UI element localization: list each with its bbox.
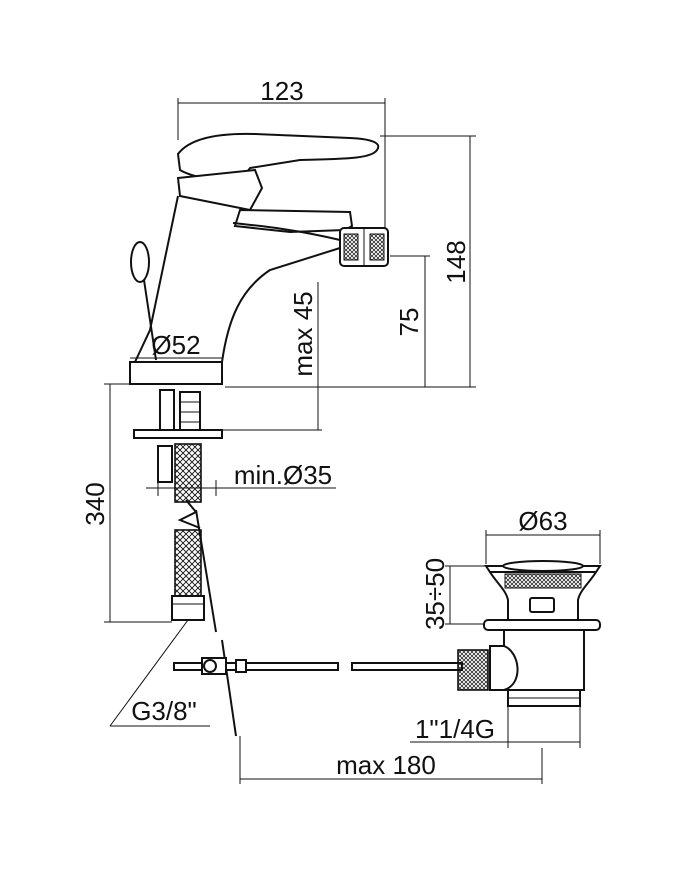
dim-min-hole-diameter: min.Ø35 bbox=[234, 460, 332, 490]
dim-inlet-thread: G3/8" bbox=[131, 696, 197, 726]
popup-lever bbox=[130, 241, 157, 361]
cartridge-cap bbox=[176, 168, 264, 212]
dim-spout-height: 75 bbox=[394, 308, 424, 337]
dim-total-width: 123 bbox=[260, 76, 303, 106]
dim-rod-length: max 180 bbox=[336, 750, 436, 780]
popup-waste bbox=[457, 560, 602, 707]
bidet-mixer bbox=[129, 132, 389, 385]
dimension-labels: 123 148 75 max 45 Ø52 min.Ø35 340 G3/8" … bbox=[80, 76, 568, 780]
aerator bbox=[339, 227, 389, 267]
dim-waste-diameter: Ø63 bbox=[518, 506, 567, 536]
dim-waste-range: 35÷50 bbox=[420, 558, 450, 630]
dim-hose-length: 340 bbox=[80, 482, 110, 525]
under-deck-assembly bbox=[133, 389, 223, 633]
mixer-base bbox=[129, 361, 223, 385]
dim-max-deck-thickness: max 45 bbox=[288, 291, 318, 376]
dim-total-height: 148 bbox=[441, 240, 471, 283]
dim-waste-thread: 1"1/4G bbox=[415, 714, 495, 744]
dim-base-diameter: Ø52 bbox=[151, 330, 200, 360]
popup-linkage bbox=[173, 639, 463, 737]
spout bbox=[233, 208, 354, 234]
dimension-lines bbox=[104, 98, 601, 784]
